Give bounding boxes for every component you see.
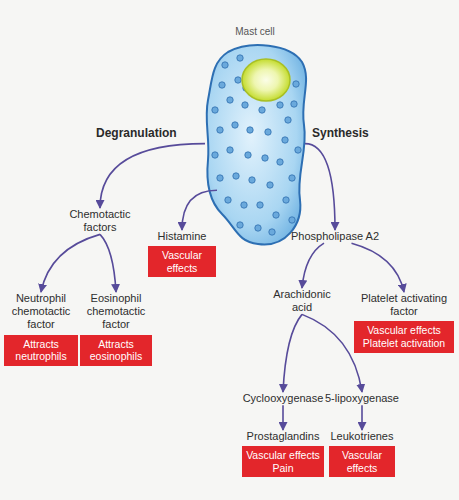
effect-box: Vascular effects Platelet activation [354, 321, 454, 352]
granule [237, 222, 243, 228]
node-text: Platelet activating factor [354, 292, 454, 318]
granule [273, 212, 279, 218]
granule [255, 225, 261, 231]
node-text: 5-lipoxygenase [322, 392, 402, 405]
granule [249, 177, 255, 183]
effect-box: Attracts neutrophils [4, 335, 78, 366]
granule [242, 102, 248, 108]
granule [269, 229, 275, 235]
effect-node: LeukotrienesVascular effects [329, 430, 395, 477]
granule [245, 152, 251, 158]
node-text: Leukotrienes [329, 430, 395, 443]
granule [212, 152, 218, 158]
node-text: Prostaglandins [242, 430, 324, 443]
edge-label: Degranulation [96, 126, 177, 140]
granule [232, 122, 238, 128]
arrow-connector [100, 234, 116, 292]
granule [212, 107, 218, 113]
effect-node: Platelet activating factorVascular effec… [354, 292, 454, 353]
mediator-node: 5-lipoxygenase [322, 392, 402, 405]
arrow-connector [283, 314, 302, 392]
granule [265, 129, 271, 135]
granule [291, 101, 297, 107]
cell-node: Mast cell [205, 26, 305, 248]
granule [219, 82, 225, 88]
granule [233, 173, 239, 179]
node-text: Neutrophil chemotactic factor [4, 292, 78, 332]
effect-text: Vascular effects [331, 449, 393, 474]
effect-box: Vascular effects Pain [242, 446, 324, 477]
edge-label: Synthesis [312, 126, 369, 140]
effect-box: Vascular effects [329, 446, 395, 477]
node-text: Chemotactic factors [60, 208, 140, 234]
arrow-connector [361, 405, 363, 430]
effect-node: HistamineVascular effects [148, 230, 216, 277]
granule [227, 97, 233, 103]
granule [282, 137, 288, 143]
cell-label: Mast cell [205, 26, 305, 38]
node-text: Cyclooxygenase [240, 392, 326, 405]
granule [237, 55, 243, 61]
granule [285, 117, 291, 123]
granule [295, 147, 301, 153]
arrow-connector [302, 314, 362, 392]
arrow-connector [302, 243, 324, 288]
node-text: Arachidonic acid [272, 288, 332, 314]
arrow-connector [100, 144, 205, 208]
nucleus [242, 59, 290, 101]
effect-text: Attracts neutrophils [6, 338, 76, 363]
arrow-connector [352, 243, 405, 292]
granule [222, 62, 228, 68]
granule [277, 102, 283, 108]
node-text: Histamine [148, 230, 216, 243]
effect-text: Vascular effects [150, 249, 214, 274]
effect-node: Neutrophil chemotactic factorAttracts ne… [4, 292, 78, 366]
effect-text: Vascular effects Platelet activation [356, 324, 452, 349]
granule [289, 217, 295, 223]
granule [241, 202, 247, 208]
granule [227, 147, 233, 153]
arrow-connector [182, 190, 217, 230]
granule [235, 77, 241, 83]
granule [262, 155, 268, 161]
arrow-connector [41, 234, 100, 292]
mediator-node: Arachidonic acid [272, 288, 332, 314]
granule [217, 175, 223, 181]
effect-node: Eosinophil chemotactic factorAttracts eo… [80, 292, 152, 366]
granule [289, 175, 295, 181]
node-text: Phospholipase A2 [280, 230, 390, 243]
effect-box: Vascular effects [148, 246, 216, 277]
granule [225, 197, 231, 203]
granules [212, 55, 301, 235]
arrow-connector [305, 144, 335, 230]
effect-node: ProstaglandinsVascular effects Pain [242, 430, 324, 477]
granule [277, 159, 283, 165]
cell-body [207, 45, 306, 244]
granule [293, 81, 299, 87]
effect-box: Attracts eosinophils [80, 335, 152, 366]
mediator-node: Cyclooxygenase [240, 392, 326, 405]
granule [267, 182, 273, 188]
arrow-connector [282, 405, 284, 430]
mediator-node: Phospholipase A2 [280, 230, 390, 243]
granule [259, 107, 265, 113]
granule [257, 202, 263, 208]
node-text: Eosinophil chemotactic factor [80, 292, 152, 332]
effect-text: Vascular effects Pain [244, 449, 322, 474]
mediator-node: Chemotactic factors [60, 208, 140, 234]
granule [247, 127, 253, 133]
granule [217, 127, 223, 133]
granule [283, 197, 289, 203]
effect-text: Attracts eosinophils [82, 338, 150, 363]
